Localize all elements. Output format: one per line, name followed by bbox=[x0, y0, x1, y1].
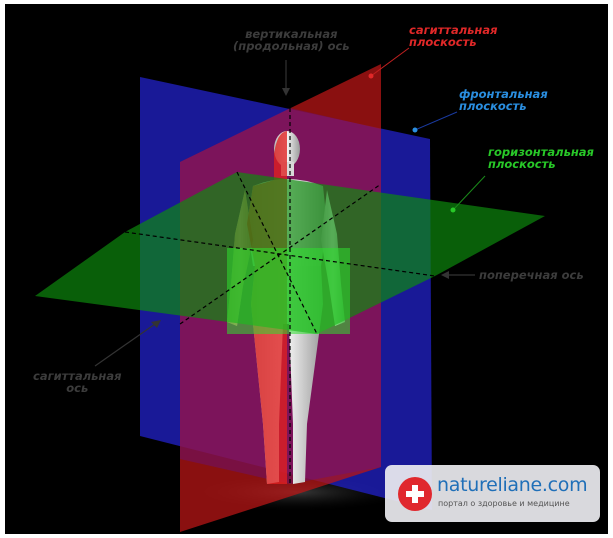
frontal-plane-dot bbox=[413, 128, 418, 133]
vertical-axis-label-line2: (продольная) ось bbox=[233, 40, 350, 52]
transverse-axis-label-line1: поперечная ось bbox=[479, 269, 584, 281]
anatomy-planes-diagram: вертикальная (продольная) ось сагиттальн… bbox=[5, 4, 608, 534]
transverse-axis-arrow bbox=[441, 271, 449, 279]
sagittal-plane-label-line2: плоскость bbox=[409, 36, 498, 48]
plus-logo-icon bbox=[398, 477, 432, 511]
horizontal-plane-dot bbox=[451, 208, 456, 213]
sagittal-plane-label: сагиттальная плоскость bbox=[409, 24, 498, 48]
horizontal-plane-label: горизонтальная плоскость bbox=[488, 146, 594, 170]
sagittal-axis-label-line2: ось bbox=[33, 382, 122, 394]
horizontal-plane-label-line2: плоскость bbox=[488, 158, 594, 170]
transverse-axis-label: поперечная ось bbox=[479, 269, 584, 281]
vertical-axis-label: вертикальная (продольная) ось bbox=[233, 28, 350, 52]
watermark-site-name: natureliane.com bbox=[437, 474, 587, 496]
frontal-plane-label: фронтальная плоскость bbox=[459, 88, 548, 112]
sagittal-plane-leader bbox=[371, 48, 409, 76]
sagittal-plane-dot bbox=[369, 74, 374, 79]
site-watermark: natureliane.com портал о здоровье и меди… bbox=[385, 465, 600, 522]
frontal-plane-leader bbox=[415, 112, 457, 130]
horizontal-plane-leader bbox=[453, 176, 485, 210]
horizontal-plane-intersection bbox=[227, 248, 350, 334]
watermark-tagline: портал о здоровье и медицине bbox=[438, 499, 570, 508]
vertical-axis-arrow bbox=[282, 88, 290, 96]
sagittal-axis-label: сагиттальная ось bbox=[33, 370, 122, 394]
frontal-plane-label-line2: плоскость bbox=[459, 100, 548, 112]
